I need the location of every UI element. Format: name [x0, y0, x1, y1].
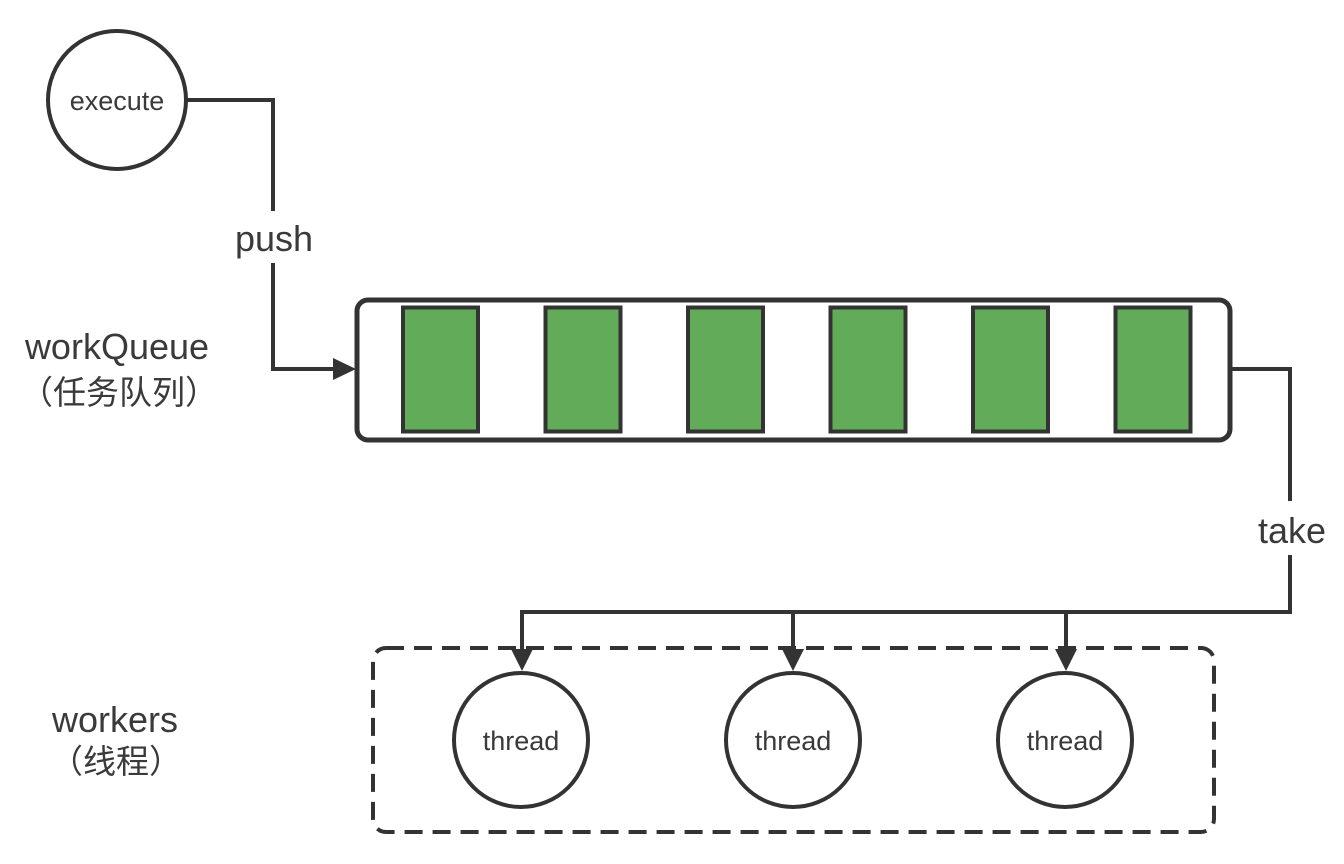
thread-node-3: [996, 671, 1134, 809]
work-queue-title: workQueue: [24, 326, 209, 367]
thread-node-label-3: thread: [1027, 726, 1104, 756]
push-arrowhead-icon: [333, 358, 356, 380]
work-queue-box: [354, 297, 1233, 443]
task-item-3: [686, 305, 765, 434]
take-arrowhead-icon-1: [511, 649, 533, 671]
work-queue-subtitle: （任务队列）: [20, 374, 218, 411]
take-arrowhead-icon-3: [1055, 649, 1077, 671]
thread-node-label-2: thread: [755, 726, 832, 756]
thread-node-1: [452, 671, 590, 809]
task-item-4: [828, 305, 908, 434]
push-edge-label: push: [235, 218, 313, 259]
take-arrowhead-icon-2: [782, 649, 804, 671]
thread-node-2: [724, 671, 862, 809]
task-item-6: [1113, 305, 1193, 434]
task-item-5: [971, 305, 1050, 434]
thread-node-label-1: thread: [483, 726, 560, 756]
push-edge: [186, 98, 334, 371]
execute-node-label: execute: [70, 86, 165, 116]
execute-node: [46, 29, 188, 171]
workers-subtitle: （线程）: [50, 743, 182, 780]
workers-title: workers: [51, 699, 178, 740]
take-edge-label: take: [1258, 510, 1326, 551]
task-item-2: [543, 305, 623, 434]
task-item-1: [401, 305, 480, 434]
take-edge: [520, 367, 1292, 652]
workers-box: [371, 646, 1216, 834]
